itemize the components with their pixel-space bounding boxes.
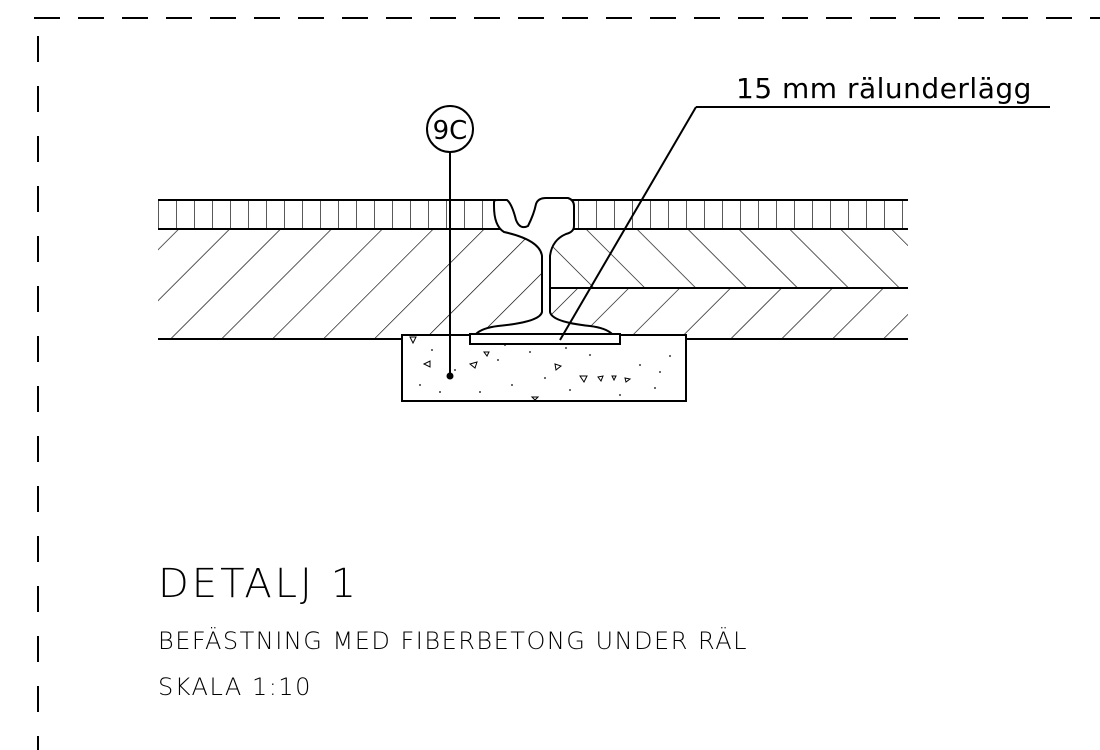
- left-hatched-layer: [158, 228, 542, 340]
- sheet-border: [34, 17, 1100, 750]
- right-lower-hatched-layer: [550, 288, 908, 340]
- circled-reference-icon: [426, 105, 474, 153]
- right-upper-hatched-layer: [550, 228, 908, 289]
- rail-profile-icon: [473, 197, 615, 335]
- reference-bubble: 9C: [426, 105, 474, 380]
- title-block: DETALJ 1 BEFÄSTNING MED FIBERBETONG UNDE…: [158, 560, 748, 702]
- detail-subtitle: BEFÄSTNING MED FIBERBETONG UNDER RÄL: [158, 627, 748, 655]
- reference-label: 9C: [433, 116, 468, 146]
- right-top-layer: [566, 199, 908, 229]
- callout-leader: [559, 106, 1050, 341]
- callout-label: 15 mm rälunderlägg: [736, 72, 1032, 105]
- detail-scale: SKALA 1:10: [158, 673, 312, 701]
- rail-pad: [469, 333, 621, 345]
- left-top-layer: [158, 199, 496, 229]
- detail-title: DETALJ 1: [158, 561, 360, 607]
